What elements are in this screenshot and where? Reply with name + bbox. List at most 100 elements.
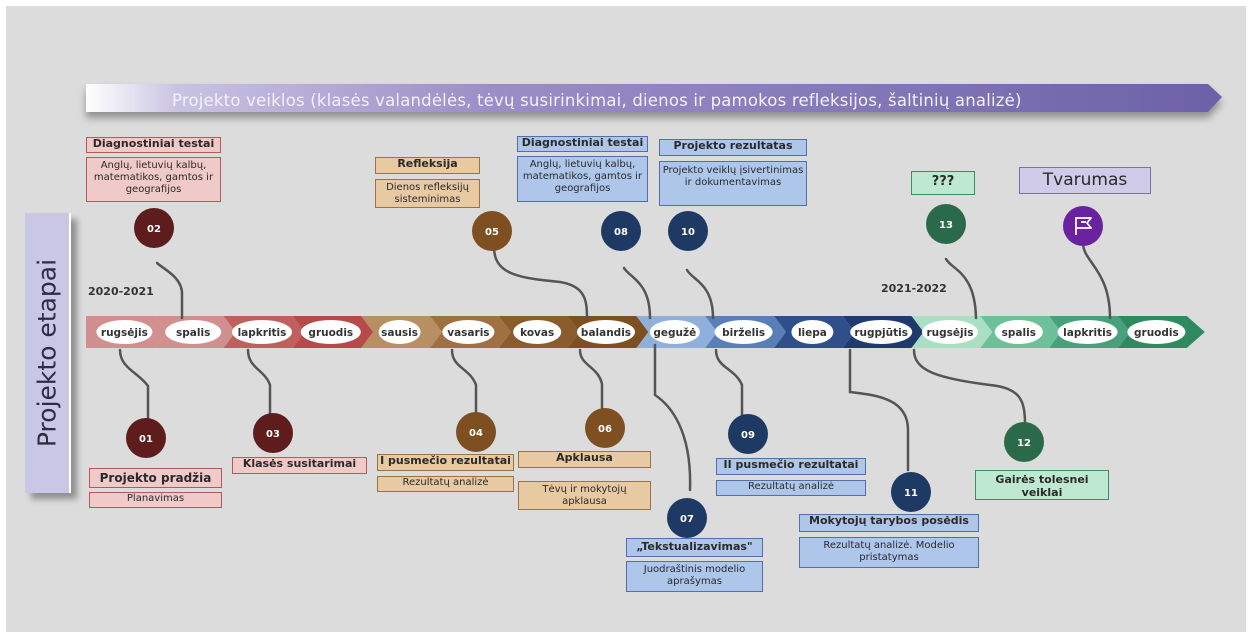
m02-desc: Anglų, lietuvių kalbų, matematikos, gamt…	[86, 157, 221, 202]
month-oval	[442, 320, 495, 344]
side-title-text: Projekto etapai	[32, 258, 62, 448]
m07-title: „Tekstualizavimas"	[626, 538, 763, 557]
m01-desc: Planavimas	[89, 492, 222, 508]
month-label: balandis	[581, 327, 631, 339]
month-label: kovas	[520, 327, 554, 339]
milestone-circle-02	[134, 208, 174, 248]
m01-title: Projekto pradžia	[89, 468, 222, 488]
milestone-number: 06	[598, 424, 612, 435]
milestone-circle-11	[891, 472, 931, 512]
month-oval	[96, 320, 153, 344]
milestone-circle-03	[253, 413, 293, 453]
connector-line	[622, 266, 652, 320]
connector-line	[685, 268, 715, 320]
month-label: lapkritis	[1063, 327, 1112, 339]
milestone-circle-08	[601, 211, 641, 251]
month-label: gruodis	[1134, 327, 1179, 339]
m11-title: Mokytojų tarybos posėdis	[799, 514, 979, 532]
month-label: sausis	[381, 327, 418, 339]
month-oval	[577, 320, 635, 344]
m10-title: Projekto rezultatas	[659, 139, 807, 156]
connector-line	[450, 348, 478, 415]
month-label: rugpjūtis	[854, 327, 908, 339]
m10-desc: Projekto veiklų įsivertinimas ir dokumen…	[659, 161, 807, 206]
month-oval	[994, 320, 1043, 344]
milestone-circle-04	[456, 412, 496, 452]
month-label: rugsėjis	[101, 327, 148, 339]
connector-line	[653, 343, 692, 492]
m04-title: I pusmečio rezultatai	[377, 454, 514, 471]
connector-line	[155, 261, 184, 320]
m13-title: ???	[911, 171, 975, 195]
connector-line	[1081, 241, 1112, 320]
month-oval	[791, 320, 834, 344]
milestone-number: 11	[904, 488, 918, 499]
month-oval	[714, 320, 773, 344]
m08-title: Diagnostiniai testai	[517, 136, 648, 152]
m03-title: Klasės susitarimai	[232, 457, 367, 474]
connector-line	[246, 348, 272, 415]
milestone-number: 01	[139, 434, 153, 445]
month-oval	[649, 320, 700, 344]
connector-line	[118, 348, 150, 427]
month-oval	[232, 320, 292, 344]
m09-desc: Rezultatų analizė	[716, 480, 866, 496]
milestone-number: 12	[1017, 438, 1031, 449]
month-label: spalis	[1002, 327, 1036, 339]
milestone-circle-12	[1004, 422, 1044, 462]
milestone-number: 03	[266, 429, 280, 440]
connector-line	[912, 348, 1027, 426]
side-title: Projekto etapai	[25, 213, 71, 493]
m08-desc: Anglų, lietuvių kalbų, matematikos, gamt…	[517, 156, 648, 202]
month-label: vasaris	[447, 327, 489, 339]
month-label: spalis	[176, 327, 210, 339]
m11-desc: Rezultatų analizė. Modelio pristatymas	[799, 537, 979, 568]
milestone-number: 07	[680, 514, 694, 525]
milestone-number: 13	[939, 220, 953, 231]
month-label: gegužė	[653, 327, 696, 339]
year-label-second: 2021-2022	[881, 282, 947, 295]
banner-arrow	[86, 84, 1222, 112]
month-oval	[850, 320, 913, 344]
m06-desc: Tėvų ir mokytojų apklausa	[518, 481, 651, 510]
connector-line	[578, 348, 604, 410]
m02-title: Diagnostiniai testai	[86, 137, 221, 153]
milestone-number: 02	[147, 224, 161, 235]
m14-title: Tvarumas	[1019, 167, 1151, 194]
milestone-number: 09	[741, 430, 755, 441]
month-timeline: rugsėjis spalis lapkritis gruodis sausis vasa…	[86, 316, 1205, 348]
connectors	[118, 241, 1112, 492]
connector-line	[492, 245, 589, 320]
flag-icon	[1075, 217, 1092, 235]
m04-desc: Rezultatų analizė	[377, 476, 514, 492]
month-oval	[1127, 320, 1186, 344]
month-label: birželis	[722, 327, 765, 339]
month-oval	[513, 320, 562, 344]
month-oval	[922, 320, 978, 344]
connector-line	[714, 348, 744, 422]
month-oval	[1057, 320, 1118, 344]
month-oval	[378, 320, 421, 344]
month-oval	[300, 320, 361, 344]
milestone-circle-10	[668, 211, 708, 251]
month-oval	[165, 320, 222, 344]
connector-line	[848, 348, 910, 472]
milestone-circle-05	[472, 211, 512, 251]
m12-title: Gairės tolesnei veiklai	[975, 470, 1109, 500]
milestone-circle-09	[728, 414, 768, 454]
milestone-number: 04	[469, 428, 483, 439]
connector-line	[944, 257, 978, 320]
month-label: gruodis	[308, 327, 353, 339]
m06-title: Apklausa	[518, 451, 651, 468]
m09-title: II pusmečio rezultatai	[716, 458, 866, 475]
m05-title: Refleksija	[375, 157, 480, 174]
banner-text: Projekto veiklos (klasės valandėlės, tėv…	[172, 91, 1022, 110]
milestone-circle-01	[126, 418, 166, 458]
month-label: rugsėjis	[927, 327, 974, 339]
milestone-number: 08	[614, 227, 628, 238]
year-label-first: 2020-2021	[88, 285, 154, 298]
milestone-circle-06	[585, 408, 625, 448]
